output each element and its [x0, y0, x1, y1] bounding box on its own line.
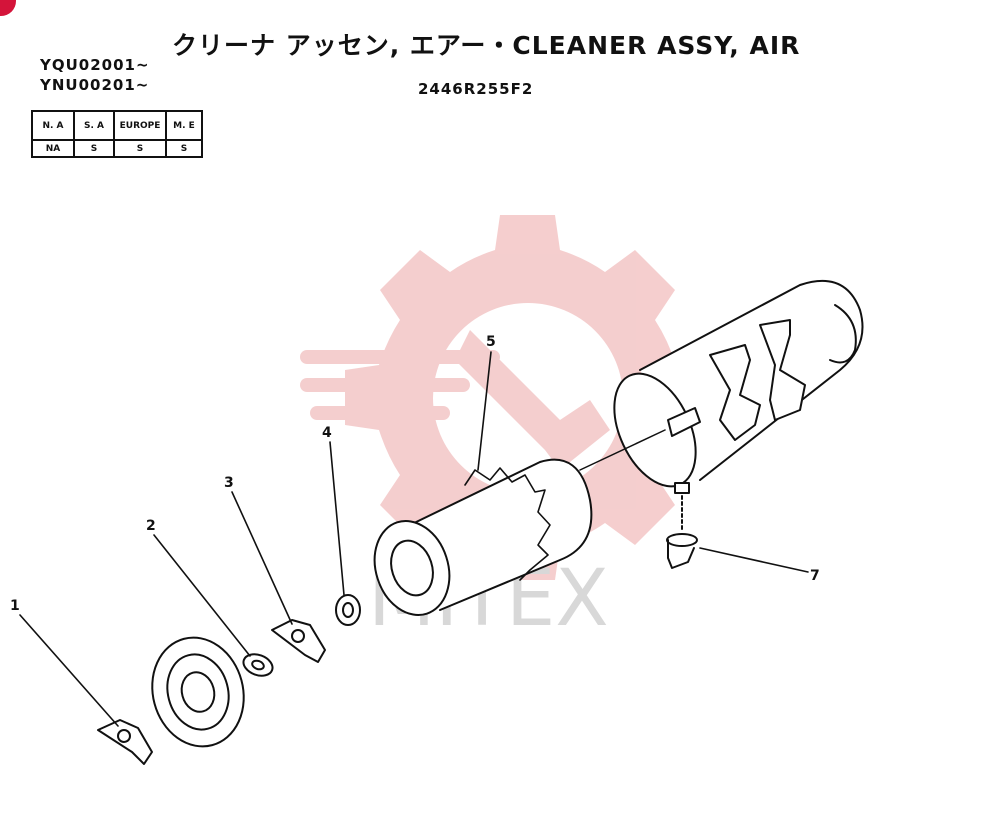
watermark-stripe-3: [310, 406, 450, 420]
market-table-value-row: NA S S S: [31, 139, 203, 158]
market-header-sa: S. A: [73, 110, 115, 141]
serial-range: YQU02001~ YNU00201~: [40, 55, 150, 95]
drawing-number: 2446R255F2: [418, 80, 534, 98]
leader-lines: [19, 351, 809, 727]
watermark-wrench: [455, 330, 610, 470]
leader-7: [699, 547, 809, 573]
leader-5: [477, 351, 492, 471]
wing-nut-3: [271, 619, 326, 663]
filter-element-5: [373, 429, 666, 616]
wing-nut-1: [97, 719, 153, 765]
air-cleaner-housing: [613, 279, 864, 494]
market-value-me: S: [165, 139, 203, 158]
leader-1: [19, 614, 119, 727]
leader-2: [153, 534, 251, 657]
washer-4: [335, 594, 361, 626]
page-title: クリーナ アッセン, エアー・CLEANER ASSY, AIR: [172, 31, 801, 60]
cover-plate: [151, 636, 245, 748]
callout-4: 4: [322, 425, 332, 441]
market-table: N. A S. A EUROPE M. E NA S S S: [31, 110, 203, 158]
serial-range-2: YNU00201~: [40, 76, 150, 94]
market-header-na: N. A: [31, 110, 75, 141]
leader-4: [329, 441, 345, 596]
callout-1: 1: [10, 598, 20, 614]
dust-cup-valve-7: [666, 495, 698, 569]
market-table-header-row: N. A S. A EUROPE M. E: [31, 110, 203, 141]
market-header-me: M. E: [165, 110, 203, 141]
market-value-sa: S: [73, 139, 115, 158]
callout-7: 7: [810, 568, 820, 584]
watermark-stripe-2: [300, 378, 470, 392]
callout-5: 5: [486, 334, 496, 350]
leader-3: [231, 491, 293, 625]
market-header-europe: EUROPE: [113, 110, 167, 141]
callout-3: 3: [224, 475, 234, 491]
seal-2: [242, 653, 274, 677]
callout-2: 2: [146, 518, 156, 534]
watermark-stripe-1: [300, 350, 500, 364]
market-value-europe: S: [113, 139, 167, 158]
market-value-na: NA: [31, 139, 75, 158]
serial-range-1: YQU02001~: [40, 56, 150, 74]
